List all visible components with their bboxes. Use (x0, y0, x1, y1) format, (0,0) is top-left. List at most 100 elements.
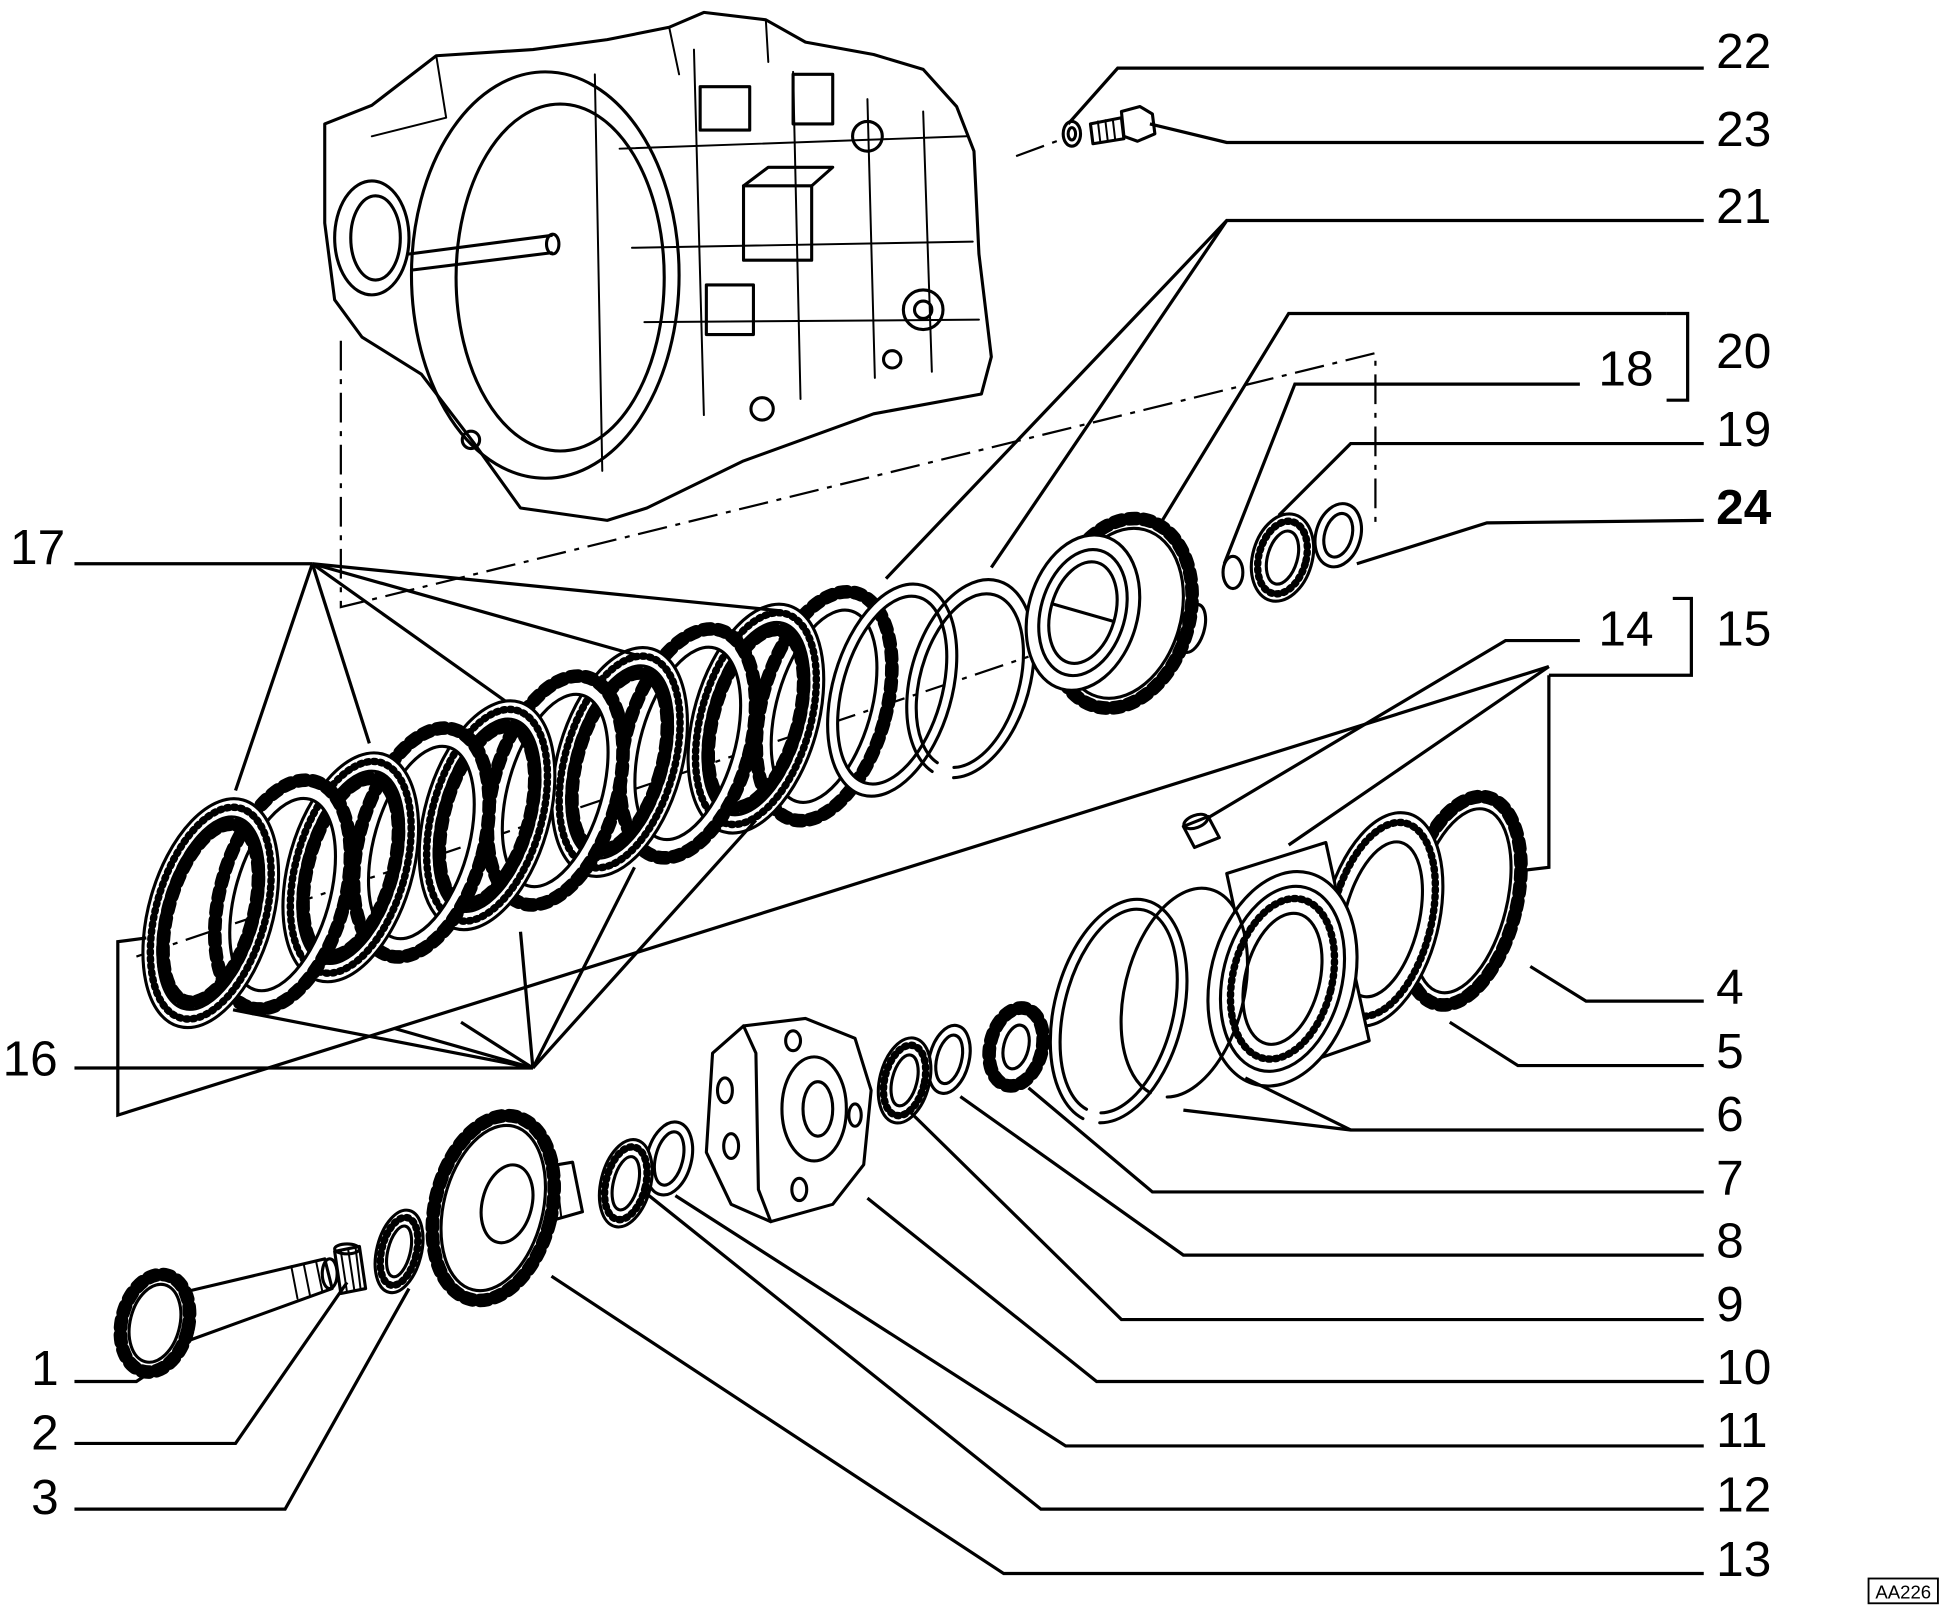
callout-23: 23 (1716, 101, 1771, 157)
callout-24: 24 (1716, 479, 1772, 535)
leader-23 (1149, 122, 1704, 145)
ring-gear (425, 1108, 584, 1308)
leader-6 (1183, 1108, 1704, 1132)
housing-port (333, 179, 411, 297)
callout-8: 8 (1716, 1213, 1744, 1269)
leader-11 (674, 1194, 1704, 1448)
callout-1: 1 (31, 1340, 59, 1396)
callout-7: 7 (1716, 1149, 1744, 1205)
bell-housing-outer (409, 70, 681, 480)
leader-20 (1157, 311, 1667, 528)
callout-17: 17 (10, 519, 65, 575)
plate-teeth (207, 773, 358, 1016)
transmission-housing (323, 10, 993, 522)
leader-5 (1448, 1020, 1704, 1068)
leader-10 (866, 1196, 1704, 1384)
shaft-gear (113, 1267, 197, 1379)
small-ring (1221, 554, 1245, 591)
callout-5: 5 (1716, 1023, 1744, 1079)
hex-bolt (1088, 105, 1157, 146)
assembly-axis-upper (339, 340, 1377, 609)
clutch-ring-inner (826, 582, 959, 798)
callout-16: 16 (3, 1030, 58, 1086)
leader-19 (1277, 441, 1704, 517)
callout-11: 11 (1716, 1402, 1767, 1458)
planet-carrier (704, 1016, 873, 1224)
needle-thrust-bearing (373, 1208, 425, 1295)
plate-teeth (346, 721, 497, 964)
callout-12: 12 (1716, 1467, 1771, 1523)
callout-2: 2 (31, 1405, 59, 1461)
leader-8 (959, 1095, 1704, 1257)
housing-boss (698, 85, 752, 132)
leader-16-fan (531, 819, 758, 1070)
leader-lines (74, 66, 1704, 1576)
needle-roller-bearing (333, 1242, 368, 1296)
housing-boss (851, 119, 884, 153)
leader-16-fan (232, 1008, 534, 1070)
callout-6: 6 (1716, 1086, 1744, 1142)
plate-teeth (480, 669, 630, 912)
callout-14: 14 (1598, 601, 1653, 657)
leader-17-fan (310, 563, 371, 744)
leader-14 (1207, 638, 1580, 820)
bracket-16 (116, 665, 1550, 1118)
leader-7 (1027, 1086, 1704, 1194)
washer (1061, 119, 1083, 148)
leader-2 (74, 1281, 349, 1446)
pin (1181, 812, 1221, 850)
leader-15-b (1517, 675, 1551, 873)
callout-18: 18 (1598, 340, 1653, 396)
friction-lining (691, 609, 821, 829)
leader-1 (74, 1355, 175, 1384)
callout-21: 21 (1716, 178, 1771, 234)
clutch-plate-pack (141, 584, 899, 1030)
seal-ring-outer (1119, 886, 1250, 1099)
figure-code: AA226 (1875, 1581, 1931, 1602)
thrust-bearing (1249, 512, 1316, 603)
leader-24 (1356, 518, 1704, 566)
leader-17-fan (312, 562, 781, 613)
leader-17-fan (311, 562, 643, 659)
plate-teeth (613, 622, 763, 865)
leader-15-a (1287, 665, 1550, 847)
plate-inner-teeth (156, 817, 266, 1009)
clutch-piston-assembly (1206, 789, 1528, 1088)
callout-4: 4 (1716, 959, 1744, 1015)
needle-thrust-bearing (876, 1036, 933, 1125)
callout-labels: 22 23 21 20 18 19 24 14 15 4 5 6 7 8 9 1… (3, 23, 1772, 1587)
snap-ring (905, 578, 1036, 780)
leader-6-b (1244, 1076, 1352, 1132)
figure-code-box: AA226 (1867, 1577, 1939, 1605)
input-shaft (113, 1257, 339, 1379)
leader-16-fan (460, 1020, 534, 1070)
leader-9 (909, 1111, 1704, 1322)
bell-housing-inner (454, 102, 666, 453)
leader-17-fan (311, 562, 507, 703)
callout-13: 13 (1716, 1531, 1771, 1587)
callout-3: 3 (31, 1469, 59, 1525)
clutch-drum-gear (1024, 511, 1208, 715)
leader-3 (74, 1287, 411, 1511)
bolt-axis (1015, 137, 1064, 158)
leader-17-fan (234, 563, 314, 792)
callout-19: 19 (1716, 401, 1771, 457)
leader-16-fan (518, 931, 535, 1069)
plate-teeth (749, 584, 899, 828)
sun-gear (982, 1001, 1050, 1093)
bracket-15 (1548, 596, 1693, 677)
seal-ring-inner (1048, 897, 1189, 1125)
callout-20: 20 (1716, 323, 1771, 379)
thrust-washer (1313, 502, 1364, 569)
bracket-20 (1666, 311, 1690, 402)
callout-15: 15 (1716, 601, 1771, 657)
friction-plate (141, 797, 281, 1030)
callout-22: 22 (1716, 23, 1771, 79)
leader-18 (1222, 382, 1580, 565)
leader-12 (643, 1190, 1704, 1511)
leader-22 (1066, 66, 1704, 125)
callout-10: 10 (1716, 1339, 1771, 1395)
leader-16-fan (393, 1026, 534, 1070)
friction-plate (417, 699, 557, 932)
